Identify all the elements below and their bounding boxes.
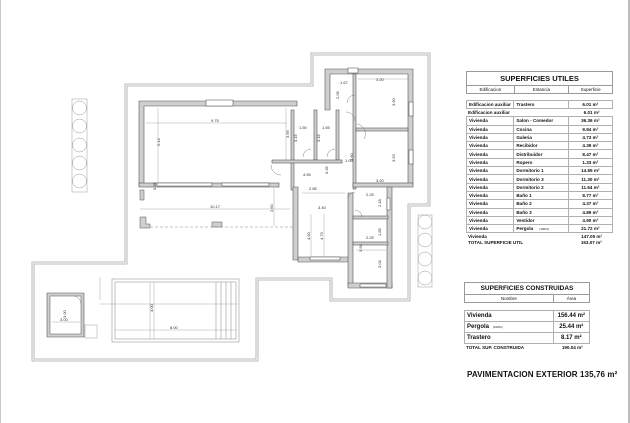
svg-text:9.75: 9.75 [211,118,220,123]
svg-text:5.14: 5.14 [156,137,161,146]
svg-text:4.60: 4.60 [306,231,311,240]
svg-text:3.00: 3.00 [62,309,67,318]
svg-text:3.20: 3.20 [376,77,385,82]
svg-text:1.67: 1.67 [340,80,349,85]
svg-text:4.55: 4.55 [303,172,312,177]
page-edge-left [0,0,1,423]
svg-text:4.00: 4.00 [149,303,154,312]
svg-text:3.15: 3.15 [316,133,321,142]
table-total-row: TOTAL SUPERFICIE UTIL 153.07 m² [468,240,602,246]
svg-text:0.35: 0.35 [324,165,329,174]
table-header: Edificacion Estancia Superficie [466,86,613,94]
superficies-construidas-table: SUPERFICIES CONSTRUIDAS Nombre Área Vivi… [464,282,590,351]
svg-text:3.20: 3.20 [376,178,385,183]
svg-text:3.00: 3.00 [60,317,69,322]
trastero-building: 3.00 3.00 [46,292,98,339]
door-swings [270,94,366,218]
header-estancia: Estancia [515,86,570,93]
swimming-pool: 4.00 8.00 [111,278,240,343]
page-edge-right [628,0,630,423]
dimension-labels: 9.75 5.14 3.69 0.35 10.17 2.60 1.50 3.15… [152,77,396,268]
svg-text:2.25: 2.25 [366,192,375,197]
house-walls [138,68,414,289]
svg-text:3.04: 3.04 [377,259,382,268]
svg-text:4.60: 4.60 [349,152,354,161]
table-header: Nombre Área [464,295,590,303]
svg-text:3.53: 3.53 [391,153,396,162]
table-subtotal-row: Vivienda 147.05 m² [468,234,603,240]
svg-text:2.25: 2.25 [366,235,375,240]
table-subtotal-row: Edificacion auxiliar 6.01 m² [468,110,600,116]
table-row: Pergola(100%)25.44 m² [464,322,590,333]
table-total-row: TOTAL SUP. CONSTRUIDA 190.04 m² [466,345,583,350]
svg-text:2.85: 2.85 [309,186,318,191]
pergola-outline [139,189,293,229]
svg-text:2.60: 2.60 [269,203,274,212]
svg-text:3.40: 3.40 [318,205,327,210]
svg-text:3.60: 3.60 [391,97,396,106]
planter-right [417,214,433,288]
svg-text:10.17: 10.17 [210,204,221,209]
svg-text:2.06: 2.06 [335,90,340,99]
svg-text:1.50: 1.50 [299,125,308,130]
svg-text:3.69: 3.69 [285,129,290,138]
header-nombre: Nombre [465,295,554,302]
pavimentacion-exterior-label: PAVIMENTACION EXTERIOR 135,76 m² [467,370,618,379]
plot-outline [31,52,431,362]
header-edificacion: Edificacion [467,86,515,93]
svg-text:1.00: 1.00 [345,158,354,163]
windows [156,67,414,288]
table-title: SUPERFICIES CONSTRUIDAS [464,282,590,295]
table-row: Edificacion auxiliar Trastero 6.01 m² [466,100,613,110]
svg-text:3.56: 3.56 [358,243,363,252]
header-area: Área [566,296,577,301]
floor-plan: 9.75 5.14 3.69 0.35 10.17 2.60 1.50 3.15… [31,52,433,362]
svg-text:0.35: 0.35 [152,181,157,190]
svg-text:2.18: 2.18 [377,198,382,207]
header-superficie: Superficie [580,87,601,92]
dimension-lines [99,78,408,339]
planter-left [71,98,88,193]
superficies-utiles-table: SUPERFICIES UTILES Edificacion Estancia … [466,71,613,246]
svg-text:4.73: 4.73 [319,231,324,240]
table-title: SUPERFICIES UTILES [466,71,613,86]
svg-text:1.55: 1.55 [322,125,331,130]
svg-text:1.85: 1.85 [377,227,382,236]
svg-text:8.00: 8.00 [170,325,179,330]
svg-text:3.15: 3.15 [293,133,298,142]
